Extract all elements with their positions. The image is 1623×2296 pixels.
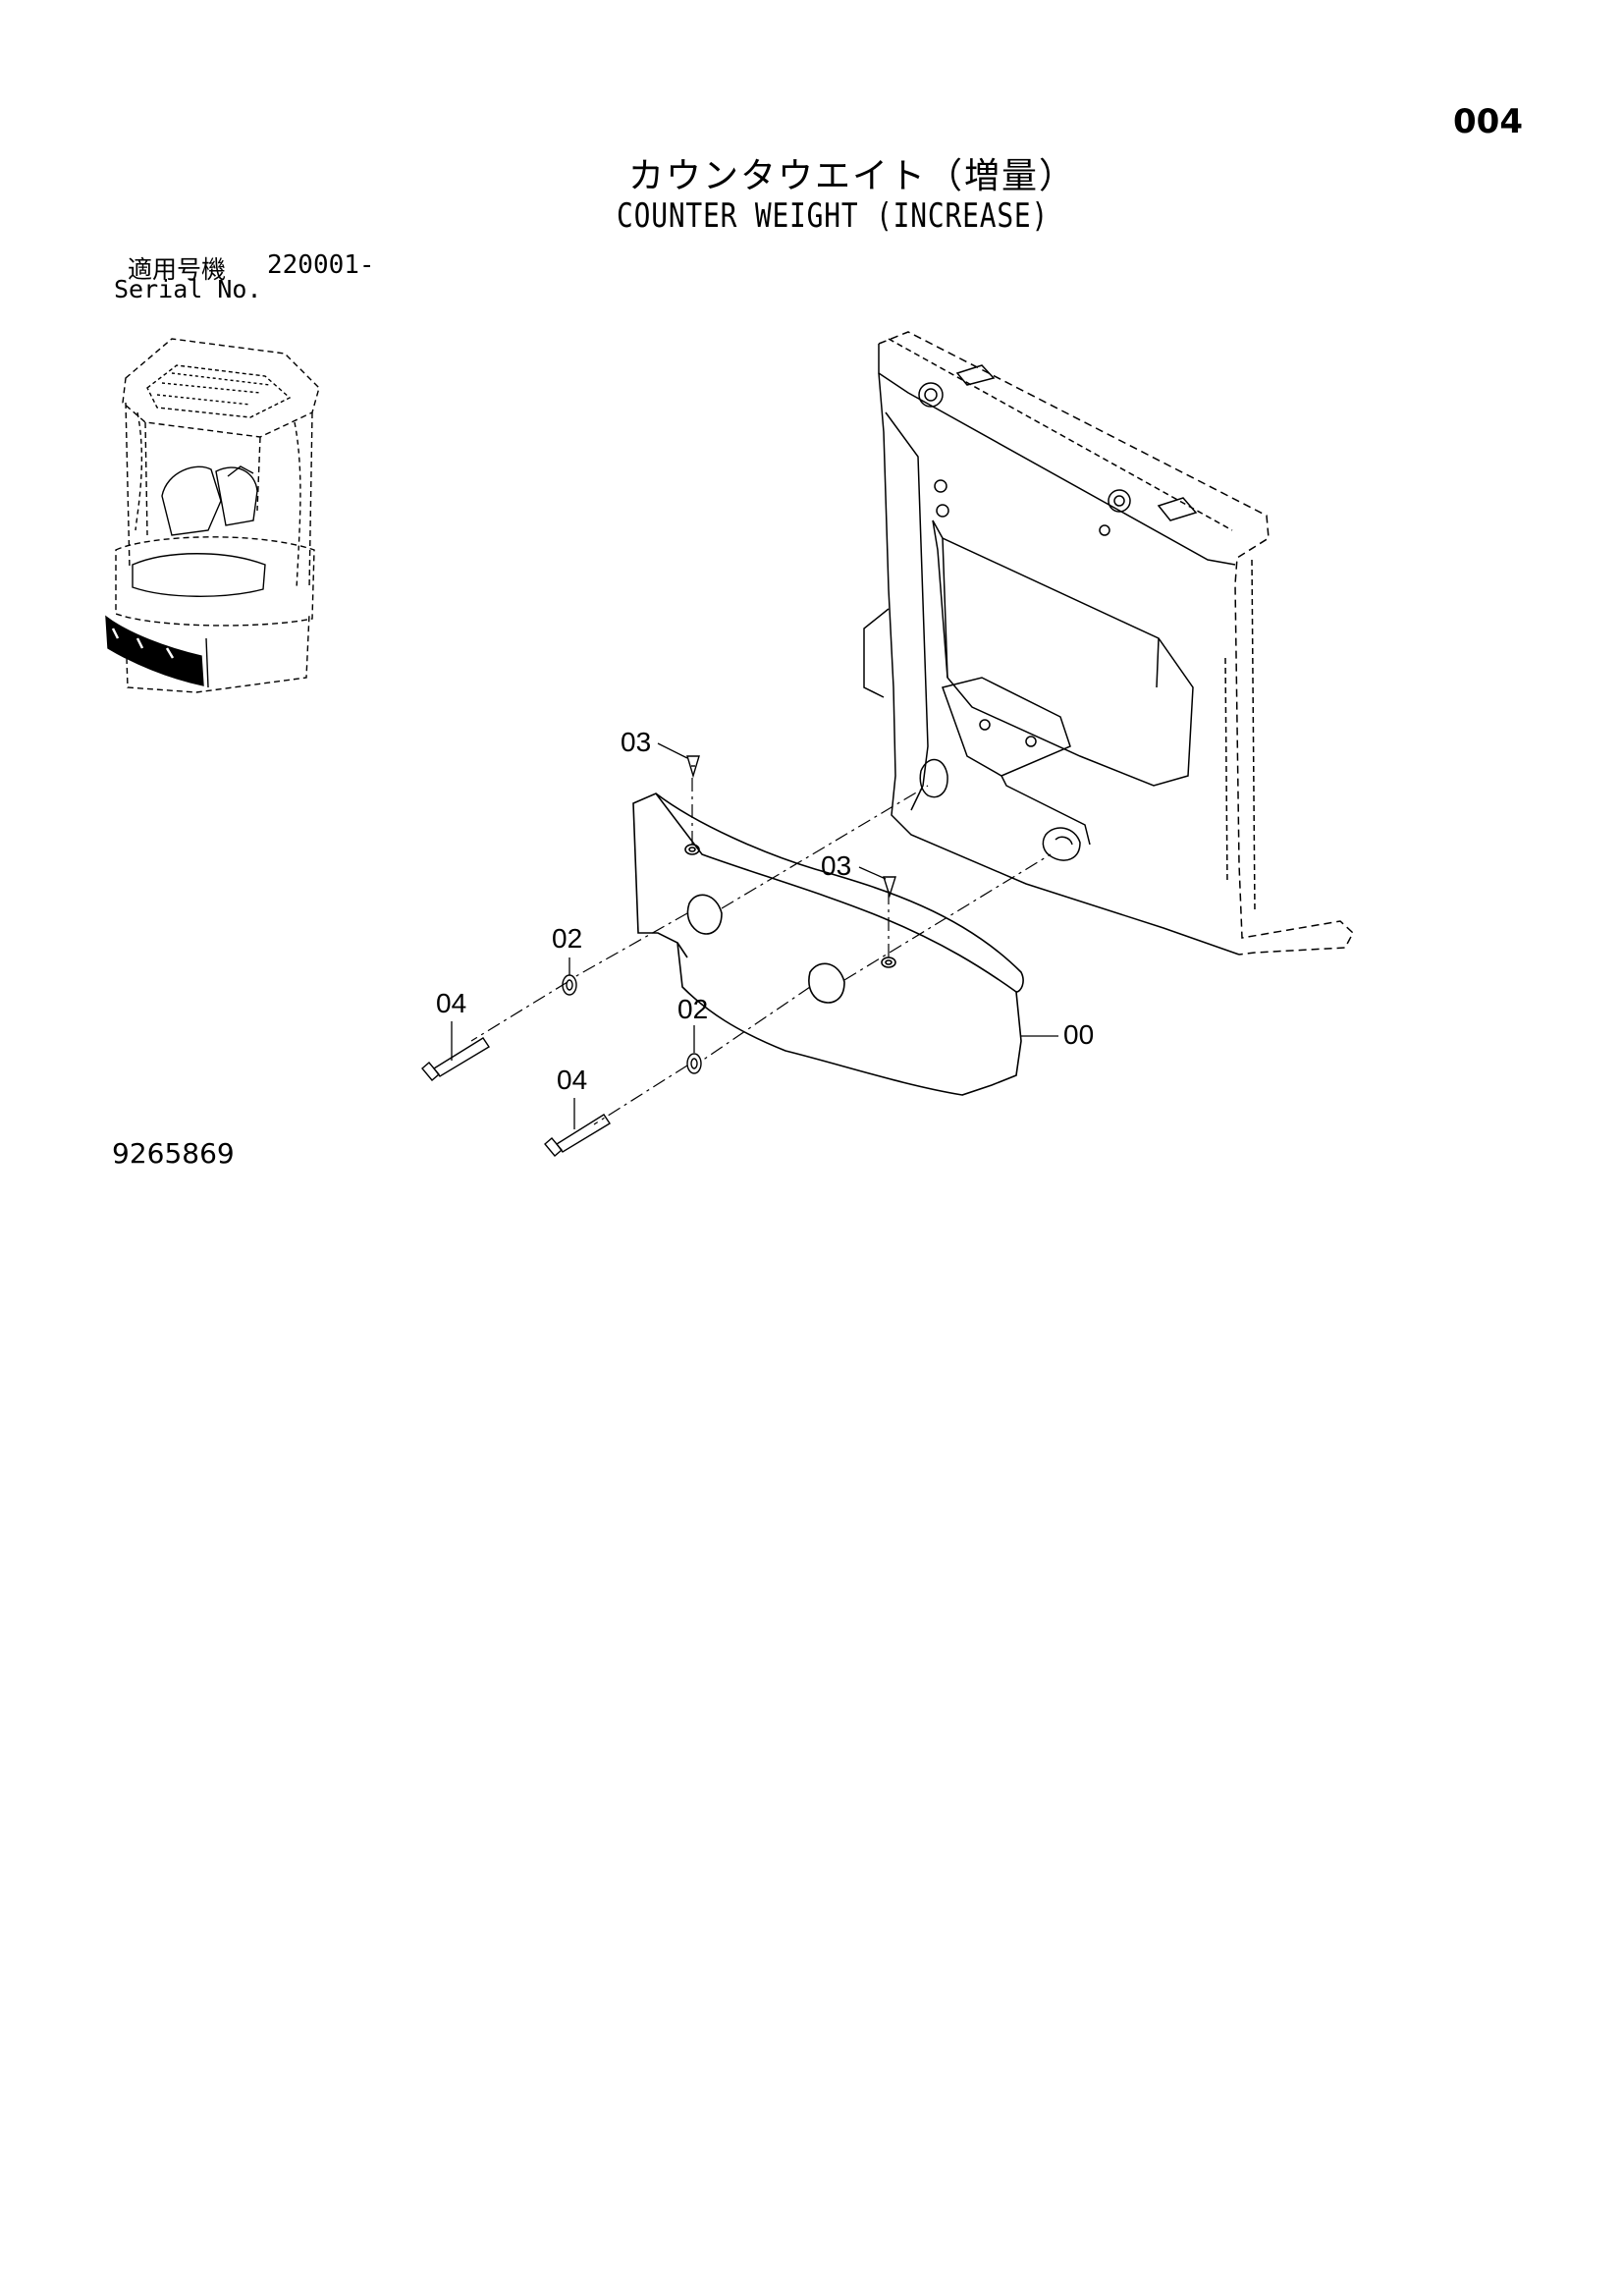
washer-lower <box>686 1053 702 1074</box>
callout-counterweight: 00 <box>1063 1019 1095 1050</box>
machine-overview-thumbnail <box>105 338 320 693</box>
callout-bolt-lower: 04 <box>557 1065 588 1095</box>
serial-label-japanese: 適用号機 <box>128 255 227 284</box>
callout-screw-left: 03 <box>621 727 652 757</box>
callout-leaders <box>451 742 1058 1129</box>
assembly-centerlines <box>470 776 1052 1125</box>
upper-frame <box>863 331 1354 956</box>
callout-bolt-upper: 04 <box>436 988 467 1018</box>
page-title-japanese: カウンタウエイト（増量） <box>628 156 1077 196</box>
serial-range: 220001- <box>267 250 375 280</box>
serial-label-english: Serial No. <box>114 275 262 303</box>
callout-washer-upper: 02 <box>552 923 583 954</box>
screw-left <box>686 755 700 779</box>
callout-washer-lower: 02 <box>677 994 709 1024</box>
drawing-number: 9265869 <box>112 1137 235 1170</box>
washer-upper <box>562 974 577 996</box>
screw-right <box>883 876 896 899</box>
bolt-lower <box>544 1114 611 1157</box>
callout-screw-right: 03 <box>821 850 852 881</box>
page-title-english: COUNTER WEIGHT (INCREASE) <box>617 196 1050 236</box>
page-number: 004 <box>1453 102 1523 141</box>
counterweight <box>632 793 1024 1096</box>
bolt-upper <box>421 1037 490 1081</box>
